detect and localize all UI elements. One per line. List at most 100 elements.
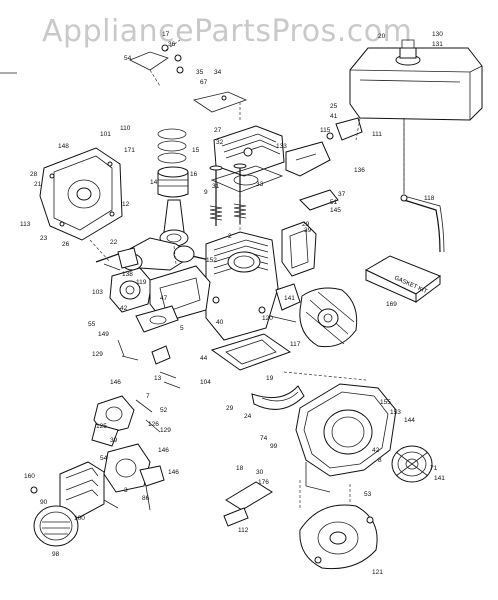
callout-label: 22 (110, 239, 118, 246)
callout-label: 14 (150, 179, 158, 186)
callout-label: 121 (372, 569, 383, 576)
callout-label: 40 (216, 319, 224, 326)
callout-label: 101 (100, 131, 111, 138)
callout-label: 103 (92, 289, 103, 296)
callout-label: 176 (258, 479, 269, 486)
callout-label: 171 (124, 147, 135, 154)
connecting-rod (159, 199, 189, 247)
air-cleaner (30, 461, 105, 547)
intake-manifold (135, 265, 211, 333)
callout-label: 3 (124, 487, 128, 494)
callout-label: 86 (142, 495, 150, 502)
callout-label: 112 (238, 527, 249, 534)
callout-label: 74 (260, 435, 268, 442)
callout-label: 141 (434, 475, 445, 482)
callout-label: 27 (214, 127, 222, 134)
breather-plate (281, 221, 317, 277)
callout-label: 144 (404, 417, 415, 424)
callout-label: 13 (154, 375, 162, 382)
callout-label: 98 (52, 551, 60, 558)
starter-pulley (391, 445, 433, 483)
callout-label: 41 (330, 113, 338, 120)
gasket-kit-box: GASKET KIT (364, 255, 442, 303)
callout-label: 119 (136, 279, 147, 286)
crankcase-cover (39, 147, 123, 241)
callout-label: 148 (58, 143, 69, 150)
leader-lines (89, 117, 405, 510)
callout-label: 125 (96, 423, 107, 430)
callout-label: 141 (284, 295, 295, 302)
callout-label: 99 (270, 443, 278, 450)
callout-label: 54 (100, 455, 108, 462)
callout-label: 35 (196, 69, 204, 76)
callout-label: 8 (378, 457, 382, 464)
callout-label: 133 (276, 143, 287, 150)
callout-label: 153 (390, 409, 401, 416)
callout-label: 24 (244, 413, 252, 420)
callout-label: 17 (162, 31, 170, 38)
callout-label: 2 (228, 233, 232, 240)
callout-label: 42 (120, 305, 128, 312)
callout-label: 47 (160, 295, 168, 302)
callout-label: 117 (290, 341, 301, 348)
callout-label: 12 (122, 201, 130, 208)
callout-label: 130 (432, 31, 443, 38)
governor-lever (117, 339, 181, 389)
callout-label: 29 (302, 221, 310, 228)
callout-label: 21 (34, 181, 42, 188)
callout-label: 25 (330, 103, 338, 110)
fuel-tank (349, 39, 483, 121)
callout-label: 149 (98, 331, 109, 338)
governor-linkage (129, 39, 248, 113)
valves (209, 163, 247, 226)
callout-label: 146 (158, 447, 169, 454)
callout-label: 33 (256, 181, 264, 188)
part-callouts: 20 130 131 17 36 54 35 67 34 25 41 115 1… (20, 31, 445, 576)
air-baffle (251, 385, 305, 410)
piston (157, 166, 189, 198)
cylinder-block (205, 231, 279, 341)
callout-label: 118 (424, 195, 435, 202)
callout-label: 169 (386, 301, 397, 308)
callout-label: 52 (160, 407, 168, 414)
mount-plate (223, 481, 273, 527)
callout-label: 152 (206, 257, 217, 264)
watermark: AppliancePartsPros.com (42, 14, 413, 49)
callout-label: 19 (266, 375, 274, 382)
callout-label: 126 (148, 421, 159, 428)
base-gasket (210, 333, 292, 371)
callout-label: 136 (354, 167, 365, 174)
callout-label: 113 (20, 221, 31, 228)
callout-label: 5 (180, 325, 184, 332)
carburetor (103, 247, 153, 313)
choke-assembly (91, 395, 161, 447)
callout-label: 90 (40, 499, 48, 506)
callout-label: 71 (430, 465, 438, 472)
callout-label: 104 (200, 379, 211, 386)
callout-label: 160 (24, 473, 35, 480)
callout-label: 51 (330, 199, 338, 206)
callout-label: 55 (88, 321, 96, 328)
cylinder-head (213, 100, 285, 177)
callout-label: 34 (214, 69, 222, 76)
callout-label: 29 (226, 405, 234, 412)
muffler-bracket (285, 117, 363, 211)
ignition-coil (269, 283, 301, 323)
callout-label: 16 (190, 171, 198, 178)
recoil-starter (299, 484, 378, 570)
callout-label: 39 (110, 437, 118, 444)
callout-label: 15 (192, 147, 200, 154)
callout-label: 20 (378, 33, 386, 40)
callout-label: 131 (432, 41, 443, 48)
callout-label: 7 (146, 393, 150, 400)
callout-label: 36 (168, 41, 176, 48)
callout-label: 138 (122, 271, 133, 278)
callout-label: 54 (124, 55, 132, 62)
flywheel (299, 287, 358, 348)
callout-label: 26 (62, 241, 70, 248)
callout-label: 32 (216, 139, 224, 146)
callout-label: 115 (320, 127, 331, 134)
callout-label: 155 (380, 399, 391, 406)
callout-label: 146 (168, 469, 179, 476)
